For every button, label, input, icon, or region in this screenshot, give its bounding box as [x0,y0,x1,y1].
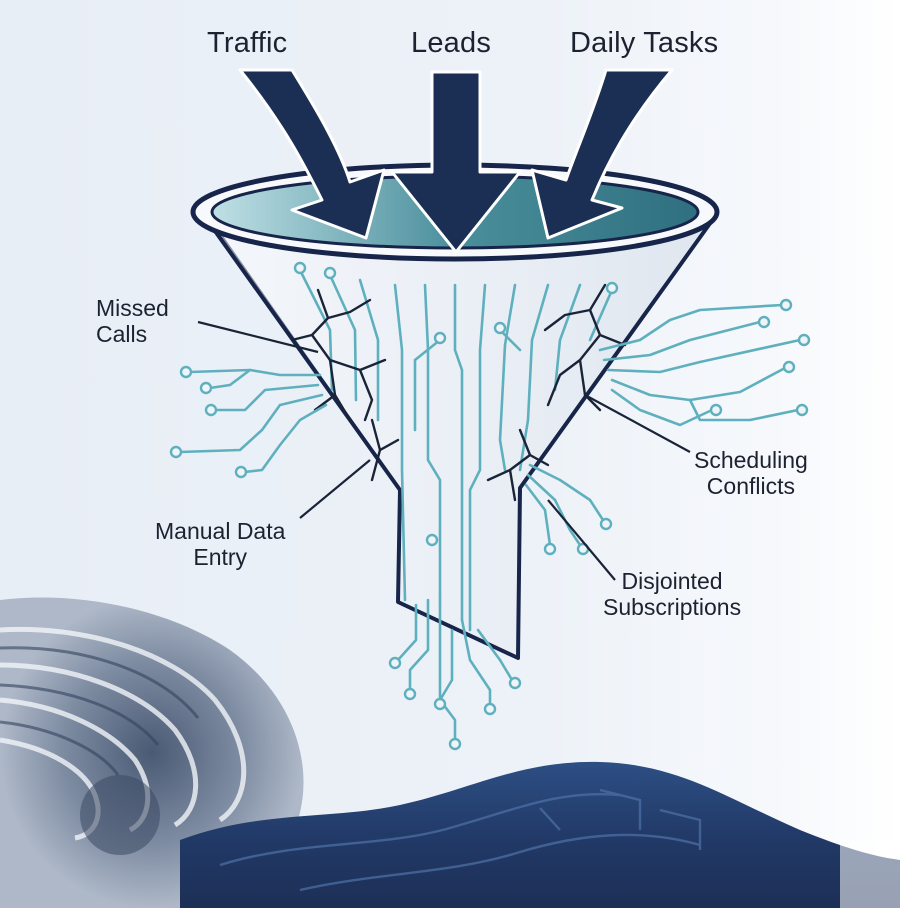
disjointed-subscriptions-label: Disjointed Subscriptions [603,568,741,621]
manual-data-entry-line-2: Entry [193,544,248,571]
traffic-label: Traffic [207,27,288,59]
leader-lines [197,320,691,581]
missed-calls-label: Missed Calls [96,295,169,348]
leads-label: Leads [411,27,492,59]
daily-tasks-arrow [530,68,674,240]
wave [0,597,900,908]
scheduling-conflicts-label: Scheduling Conflicts [694,447,808,500]
scheduling-conflicts-line-1: Scheduling [694,447,808,473]
disjointed-subscriptions-line-2: Subscriptions [603,594,742,621]
missed-calls-line-2: Calls [96,321,148,348]
leads-arrow [390,70,522,254]
scheduling-conflicts-line-2: Conflicts [706,473,795,500]
circuit-nodes-inner [293,261,619,547]
circuit-branches [178,303,802,742]
circuit-nodes [169,298,811,751]
manual-data-entry-label: Manual Data Entry [155,518,285,571]
manual-data-entry-line-1: Manual Data [155,518,286,544]
cracks [290,283,627,502]
circuit-traces [298,268,614,632]
missed-calls-line-1: Missed [96,295,169,321]
daily-tasks-label: Daily Tasks [570,27,719,59]
input-arrows [238,68,674,254]
traffic-arrow [238,68,386,240]
disjointed-subscriptions-line-1: Disjointed [621,568,723,594]
